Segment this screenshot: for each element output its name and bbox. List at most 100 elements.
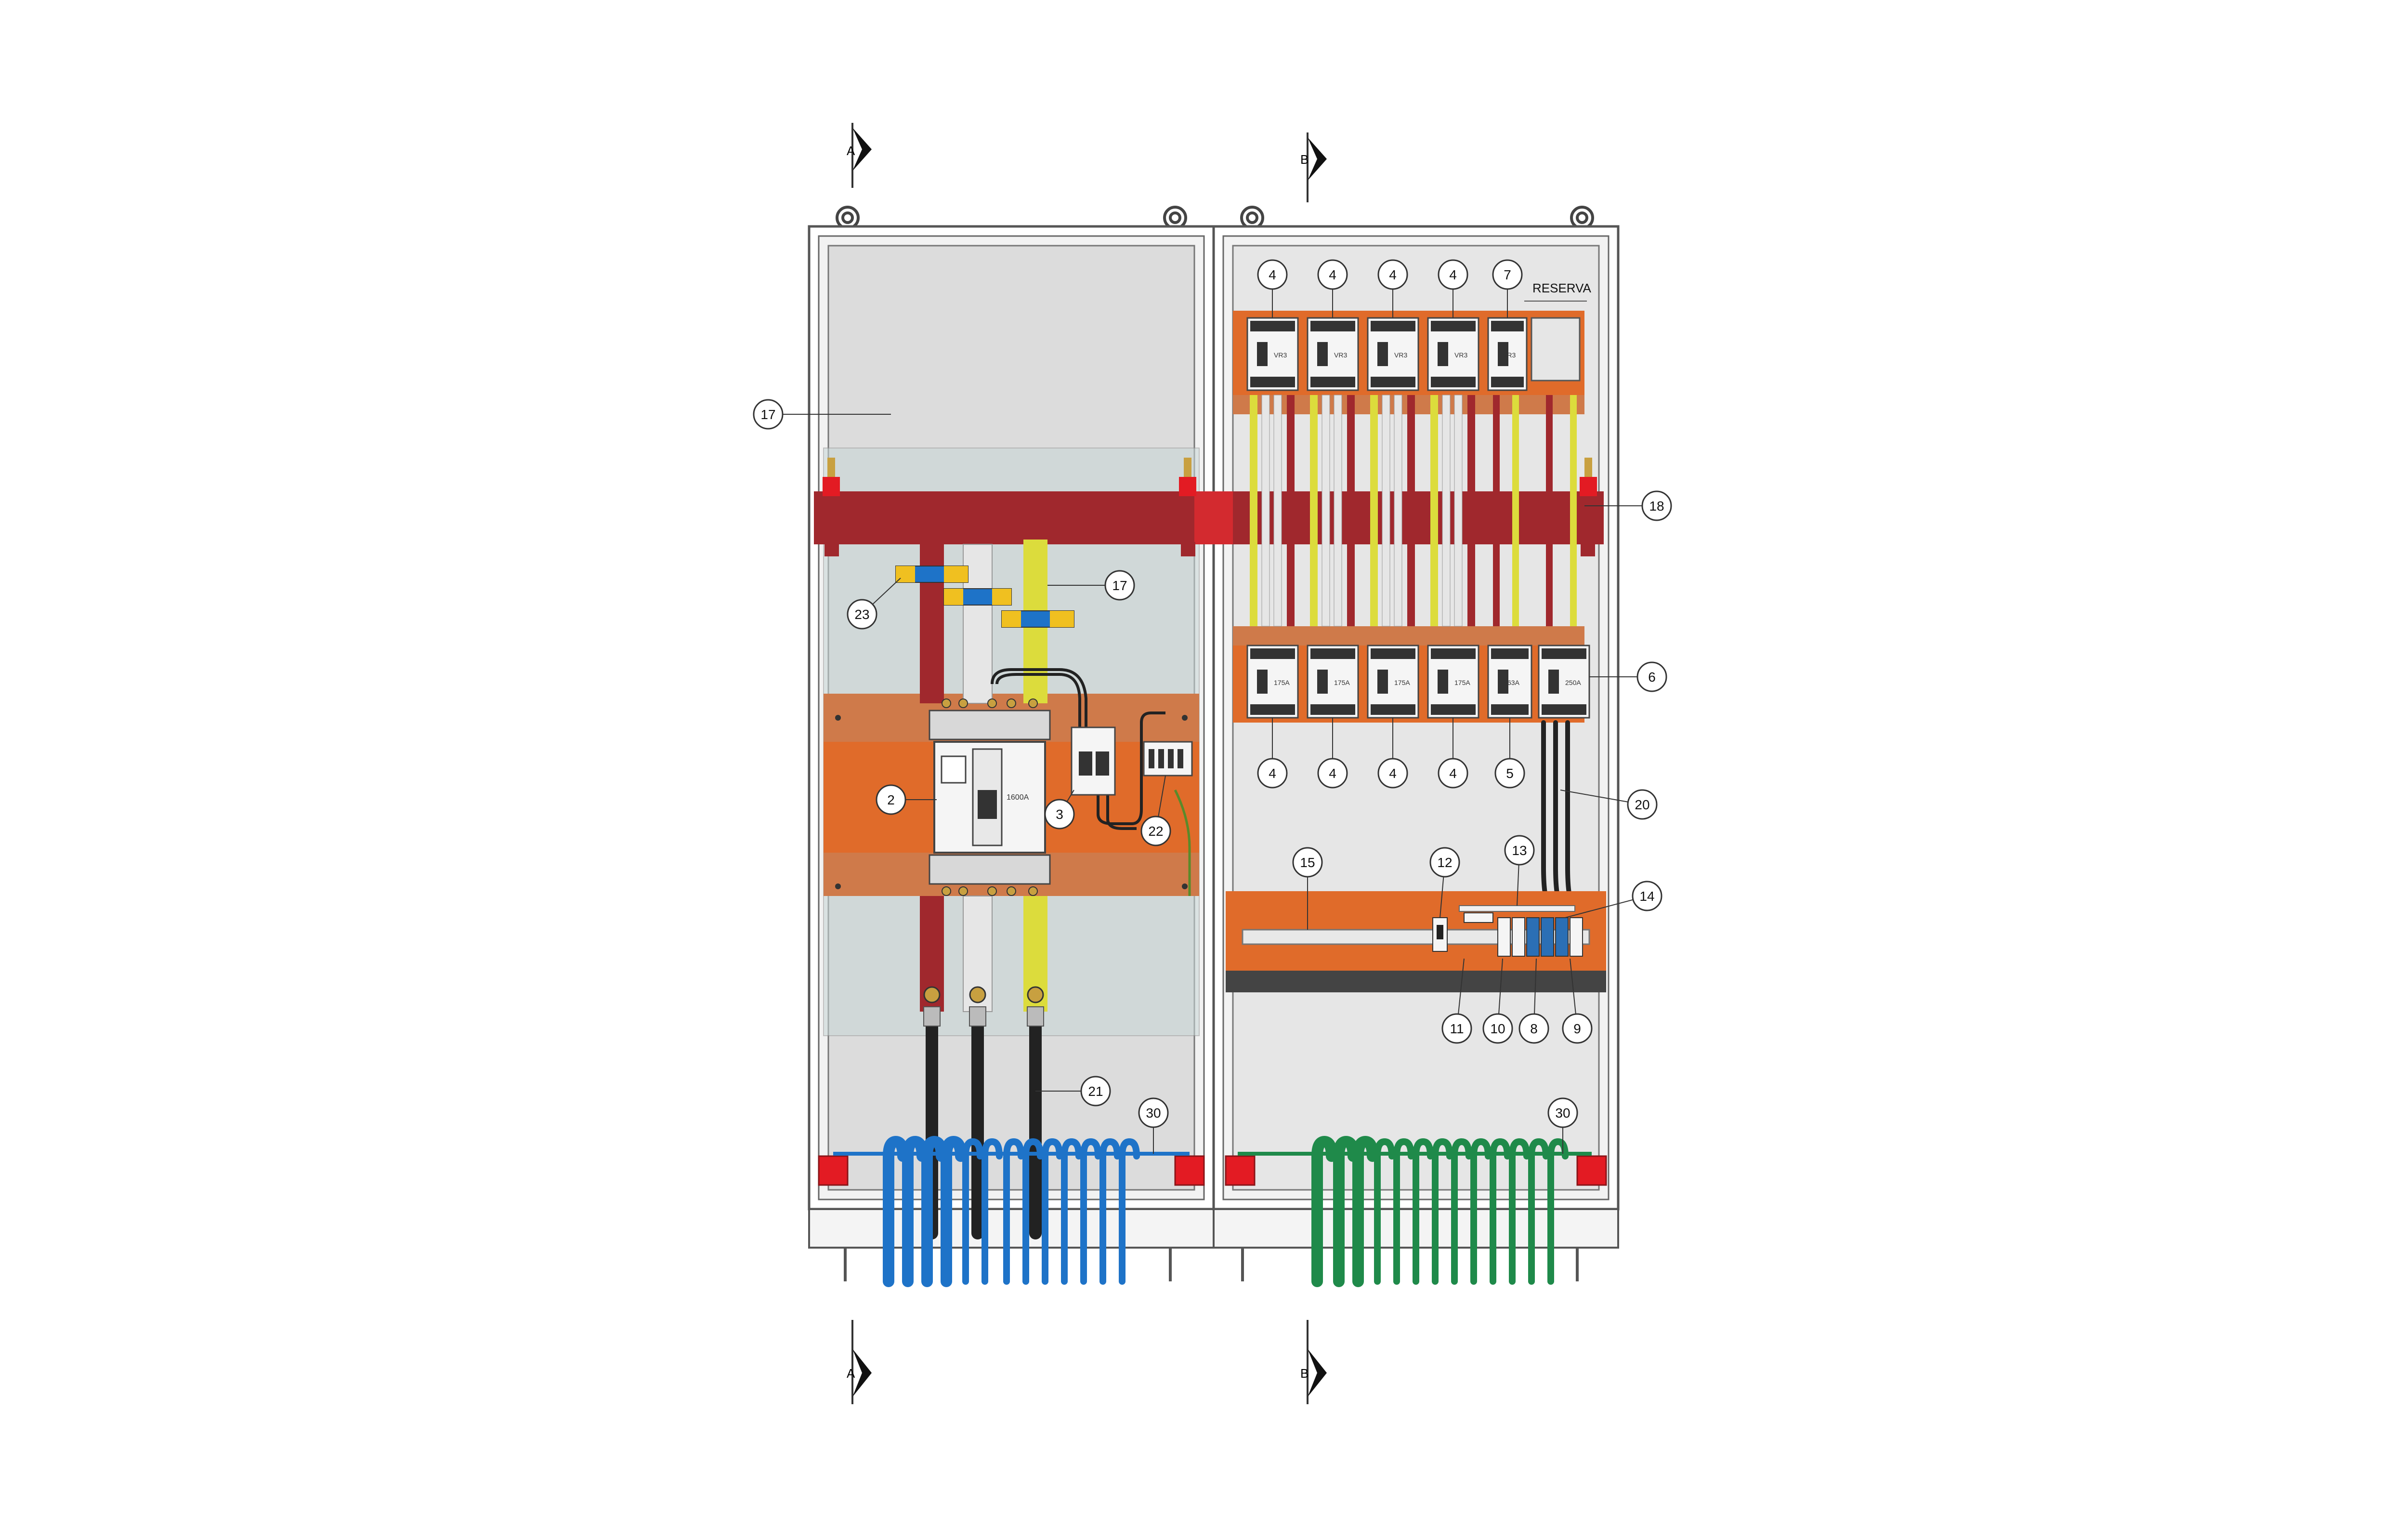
top-breaker-3: VR3 xyxy=(1367,317,1419,391)
top-breaker-1: VR3 xyxy=(1246,317,1299,391)
din-device-2 xyxy=(1512,917,1525,957)
green-cable-3 xyxy=(1352,1135,1378,1287)
dropper-extra-2 xyxy=(1512,395,1519,626)
reserve-label: RESERVA xyxy=(1532,281,1592,295)
callout-label-c9: 9 xyxy=(1573,1021,1581,1036)
callout-c17: 17 xyxy=(753,399,891,430)
green-cable-12 xyxy=(1528,1138,1549,1285)
callout-c7: 7 xyxy=(1492,259,1523,318)
callout-c4: 4 xyxy=(1257,718,1288,789)
breaker-3 xyxy=(1071,726,1116,796)
blue-cable-1 xyxy=(883,1135,909,1287)
callout-label-c12: 12 xyxy=(1437,855,1452,870)
din-device-5 xyxy=(1555,917,1569,957)
section-marker-b-top: B xyxy=(1300,132,1327,202)
section-marker-a-bottom: A xyxy=(847,1320,872,1404)
blue-cable-5 xyxy=(962,1138,983,1285)
callout-c5: 5 xyxy=(1494,718,1525,789)
callout-c4: 4 xyxy=(1257,259,1288,318)
dropper-extra-1 xyxy=(1493,395,1500,626)
blue-cable-3 xyxy=(921,1135,947,1287)
callout-label-c4: 4 xyxy=(1269,267,1276,282)
blue-cable-12 xyxy=(1099,1138,1121,1285)
dropper-set-1 xyxy=(1250,395,1295,627)
callout-c12: 12 xyxy=(1429,847,1460,918)
section-marker-b-bottom: B xyxy=(1300,1320,1327,1404)
blue-cable-7 xyxy=(1003,1138,1024,1285)
section-label-a: A xyxy=(847,144,855,158)
callout-c4: 4 xyxy=(1317,718,1348,789)
callout-c22: 22 xyxy=(1140,775,1171,846)
callout-c17: 17 xyxy=(1047,570,1135,601)
blue-cable-9 xyxy=(1042,1138,1063,1285)
din-device-4 xyxy=(1541,917,1554,957)
callout-label-c7: 7 xyxy=(1504,267,1511,282)
callout-label-c20: 20 xyxy=(1635,797,1649,812)
callout-c2: 2 xyxy=(876,784,937,815)
din-busbar-13 xyxy=(1459,905,1575,912)
callout-c18: 18 xyxy=(1584,490,1672,521)
section-label-b: B xyxy=(1300,152,1309,167)
callout-label-c15: 15 xyxy=(1300,855,1315,870)
callout-label-c10: 10 xyxy=(1490,1021,1505,1036)
callout-label-c21: 21 xyxy=(1088,1084,1103,1099)
din-terminal-11 xyxy=(1464,912,1493,923)
bottom-breaker-4: 175A xyxy=(1427,645,1479,719)
callout-c8: 8 xyxy=(1518,958,1549,1044)
bottom-breaker-3-rating: 175A xyxy=(1394,679,1410,686)
callout-c4: 4 xyxy=(1377,259,1408,318)
control-cables-left xyxy=(991,668,1165,830)
enclosure-feet xyxy=(844,1248,1579,1281)
callout-label-c8: 8 xyxy=(1530,1021,1538,1036)
callout-label-c11: 11 xyxy=(1450,1021,1464,1036)
green-cable-4 xyxy=(1374,1138,1395,1285)
callout-c20: 20 xyxy=(1560,789,1658,820)
callout-label-c18: 18 xyxy=(1649,499,1664,514)
section-marker-a-top: A xyxy=(847,123,872,188)
din-device-3 xyxy=(1526,917,1540,957)
callout-label-c4: 4 xyxy=(1449,267,1457,282)
green-cable-9 xyxy=(1470,1138,1492,1285)
busbar-droppers xyxy=(1250,395,1577,627)
callout-label-c4: 4 xyxy=(1389,766,1397,781)
green-cable-8 xyxy=(1451,1138,1472,1285)
callout-c30: 30 xyxy=(1138,1097,1169,1154)
bottom-breaker-1-rating: 175A xyxy=(1274,679,1290,686)
green-cable-5 xyxy=(1393,1138,1414,1285)
bottom-breaker-2: 175A xyxy=(1307,645,1359,719)
din-device-6 xyxy=(1570,917,1583,957)
blue-cable-4 xyxy=(941,1135,967,1287)
green-cable-13 xyxy=(1547,1138,1569,1285)
bottom-breaker-2-rating: 175A xyxy=(1334,679,1350,686)
green-cables xyxy=(1311,1135,1569,1287)
callout-c11: 11 xyxy=(1441,958,1472,1044)
green-cable-7 xyxy=(1432,1138,1453,1285)
callout-label-c30: 30 xyxy=(1555,1106,1570,1120)
callout-label-c4: 4 xyxy=(1389,267,1397,282)
top-breaker-2: VR3 xyxy=(1307,317,1359,391)
top-breaker-7-rating: VR3 xyxy=(1503,351,1516,359)
section-label-b-bottom: B xyxy=(1300,1366,1309,1381)
callout-label-c4: 4 xyxy=(1269,766,1276,781)
cable-lugs xyxy=(923,1006,1044,1027)
top-breaker-4-rating: VR3 xyxy=(1454,351,1467,359)
callout-label-c2: 2 xyxy=(887,792,895,807)
dropper-set-3 xyxy=(1370,395,1415,627)
main-breaker: 1600A xyxy=(929,698,1051,896)
main-breaker-rating: 1600A xyxy=(1007,793,1029,802)
callout-c4: 4 xyxy=(1438,259,1468,318)
blue-cable-6 xyxy=(982,1138,1003,1285)
green-cable-2 xyxy=(1333,1135,1359,1287)
callout-label-c23: 23 xyxy=(854,607,869,622)
callout-label-c30: 30 xyxy=(1146,1106,1161,1120)
callout-label-c22: 22 xyxy=(1148,824,1163,839)
callout-c6: 6 xyxy=(1589,661,1667,692)
callout-label-c17: 17 xyxy=(760,407,775,422)
top-breaker-7: VR3 xyxy=(1487,317,1528,391)
callout-label-c4: 4 xyxy=(1329,766,1336,781)
dropper-extra-4 xyxy=(1570,395,1577,626)
callout-c4: 4 xyxy=(1438,718,1468,789)
